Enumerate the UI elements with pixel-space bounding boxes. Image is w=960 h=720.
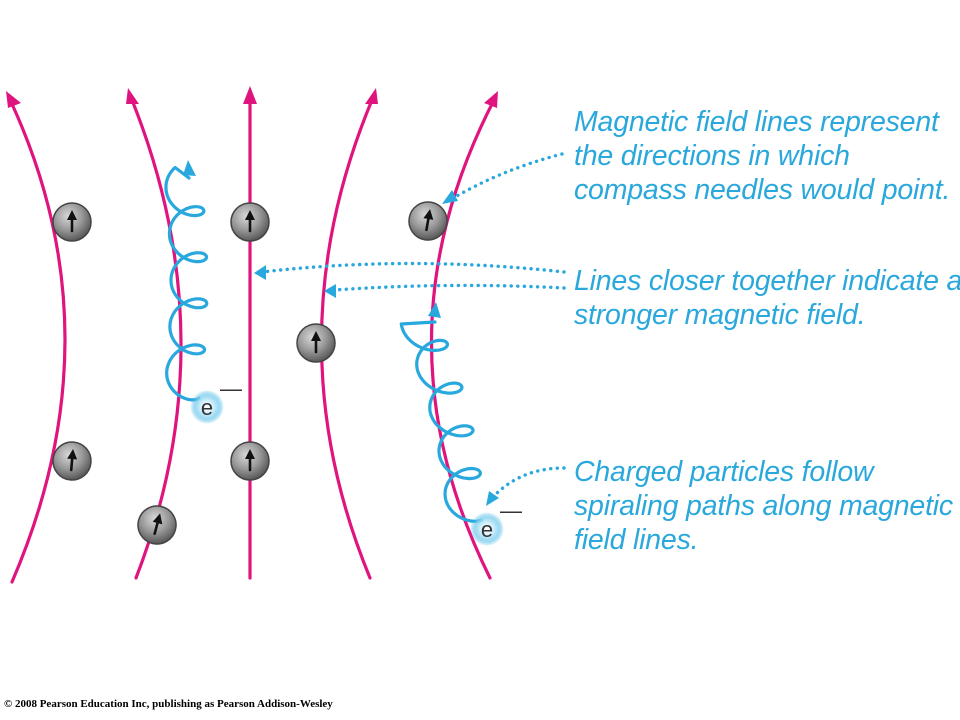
field-line-5 [429, 102, 494, 580]
compass-needle-icon [137, 505, 177, 545]
compasses [52, 201, 448, 545]
annotation-line: compass needles would point. [574, 174, 951, 206]
pointer-to-electron [490, 466, 566, 500]
annotation-line: Charged particles follow [574, 456, 874, 488]
annotation-line: Lines closer together indicate a [574, 265, 960, 297]
svg-text:e: e [201, 395, 213, 420]
arrow-head-icon [126, 88, 139, 104]
arrow-head-icon [365, 88, 378, 104]
arrow-head-icon [484, 91, 498, 108]
field-line-arrows [6, 86, 498, 108]
arrow-head-icon [243, 86, 257, 104]
pointer-arrow-heads [254, 190, 499, 506]
svg-text:—: — [500, 498, 522, 523]
annotation-line: stronger magnetic field. [574, 299, 866, 331]
svg-text:—: — [220, 376, 242, 401]
field-lines [10, 98, 494, 584]
annotation-line: Magnetic field lines represent [574, 106, 939, 138]
compass-needle-icon [52, 202, 92, 242]
arrow-head-icon [324, 284, 336, 298]
field-line-1 [10, 102, 67, 584]
arrow-head-icon [254, 265, 266, 280]
annotation-line: field lines. [574, 524, 699, 556]
annotation-charged-particles: Charged particles follow spiraling paths… [574, 455, 953, 557]
compass-needle-icon [230, 441, 270, 481]
compass-needle-icon [408, 201, 448, 241]
arrow-head-icon [486, 491, 499, 506]
compass-needle-icon [52, 441, 92, 481]
spiral-arrow-heads [183, 160, 441, 318]
electron-spiral-paths [164, 165, 483, 523]
arrow-head-icon [428, 302, 441, 318]
electron-icon: e — [190, 376, 242, 424]
compass-needle-icon [230, 202, 270, 242]
spiral-path-right [399, 320, 483, 523]
arrow-head-icon [183, 160, 196, 176]
pointer-to-center-line [260, 261, 566, 274]
arrow-head-icon [442, 190, 458, 204]
annotation-line: the directions in which [574, 140, 850, 172]
electron-icon: e — [470, 498, 522, 546]
compass-needle-icon [296, 323, 336, 363]
annotation-field-strength: Lines closer together indicate a stronge… [574, 264, 960, 332]
svg-text:e: e [481, 517, 493, 542]
annotation-line: spiraling paths along magnetic [574, 490, 953, 522]
pointer-to-curved-line [332, 283, 566, 292]
spiral-path-left [164, 165, 209, 402]
pointer-arrows [260, 152, 566, 500]
annotation-compass-needles: Magnetic field lines represent the direc… [574, 105, 951, 207]
arrow-head-icon [6, 91, 21, 108]
copyright-notice: © 2008 Pearson Education Inc, publishing… [4, 698, 333, 710]
pointer-to-compass [448, 152, 564, 202]
